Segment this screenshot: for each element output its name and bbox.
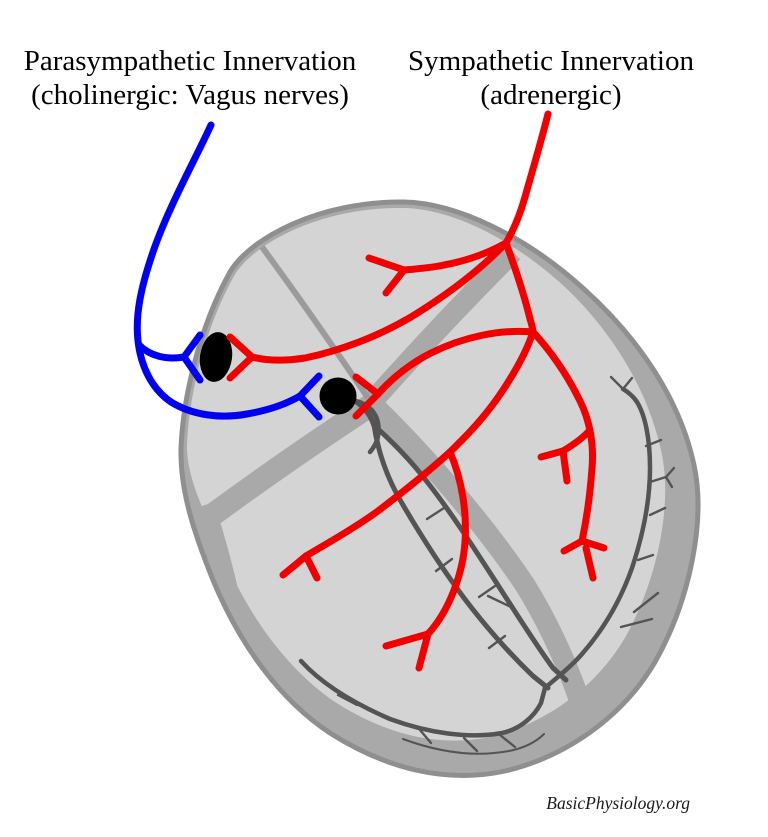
sa-node bbox=[199, 332, 233, 382]
sympathetic-label: Sympathetic Innervation (adrenergic) bbox=[391, 44, 711, 112]
av-node bbox=[319, 377, 357, 415]
sympathetic-lv-branch bbox=[302, 448, 454, 560]
vagus-sa-terminal bbox=[180, 331, 204, 384]
sympathetic-sa-branch bbox=[248, 239, 510, 364]
sympathetic-apex-branch bbox=[424, 448, 469, 638]
parasympathetic-subtitle: (cholinergic: Vagus nerves) bbox=[31, 79, 349, 111]
parasympathetic-title: Parasympathetic Innervation bbox=[23, 45, 357, 77]
sympathetic-title: Sympathetic Innervation bbox=[408, 45, 694, 77]
purkinje-apex-loop bbox=[298, 658, 548, 738]
sympathetic-apex-terminal bbox=[382, 630, 432, 672]
watermark: BasicPhysiology.org bbox=[546, 793, 690, 813]
right-bundle-branch bbox=[371, 422, 569, 683]
heart-body bbox=[178, 199, 701, 778]
purkinje-right-limb bbox=[542, 386, 653, 691]
sympathetic-trunk bbox=[502, 110, 552, 247]
sympathetic-nerve-network bbox=[226, 110, 608, 672]
sympathetic-av-branch bbox=[374, 327, 537, 398]
sympathetic-ventricular-branch bbox=[446, 328, 537, 456]
sympathetic-subtitle: (adrenergic) bbox=[480, 79, 622, 111]
vagus-trunk bbox=[133, 121, 304, 420]
left-bundle-branch bbox=[371, 422, 551, 691]
heart-outline bbox=[178, 199, 701, 778]
sympathetic-atrial-branch bbox=[400, 239, 510, 274]
vagus-sa-branch bbox=[135, 341, 188, 362]
conduction-system bbox=[298, 375, 676, 755]
sympathetic-sa-terminal bbox=[226, 333, 256, 382]
band-left-drop bbox=[195, 502, 240, 599]
sympathetic-lv-terminal bbox=[279, 552, 321, 582]
parasympathetic-label: Parasympathetic Innervation (cholinergic… bbox=[10, 44, 370, 112]
pacemaker-nodes bbox=[199, 332, 357, 415]
parasympathetic-nerve-network bbox=[133, 121, 323, 421]
sympathetic-av-terminal bbox=[352, 373, 382, 420]
sympathetic-rv-upper-terminal bbox=[537, 447, 571, 485]
sympathetic-rv-terminal bbox=[560, 537, 608, 582]
sympathetic-atrial-terminal bbox=[365, 254, 408, 297]
sympathetic-trunk-lower bbox=[502, 239, 537, 336]
band-septum bbox=[363, 395, 599, 731]
vagus-av-terminal bbox=[296, 372, 323, 421]
